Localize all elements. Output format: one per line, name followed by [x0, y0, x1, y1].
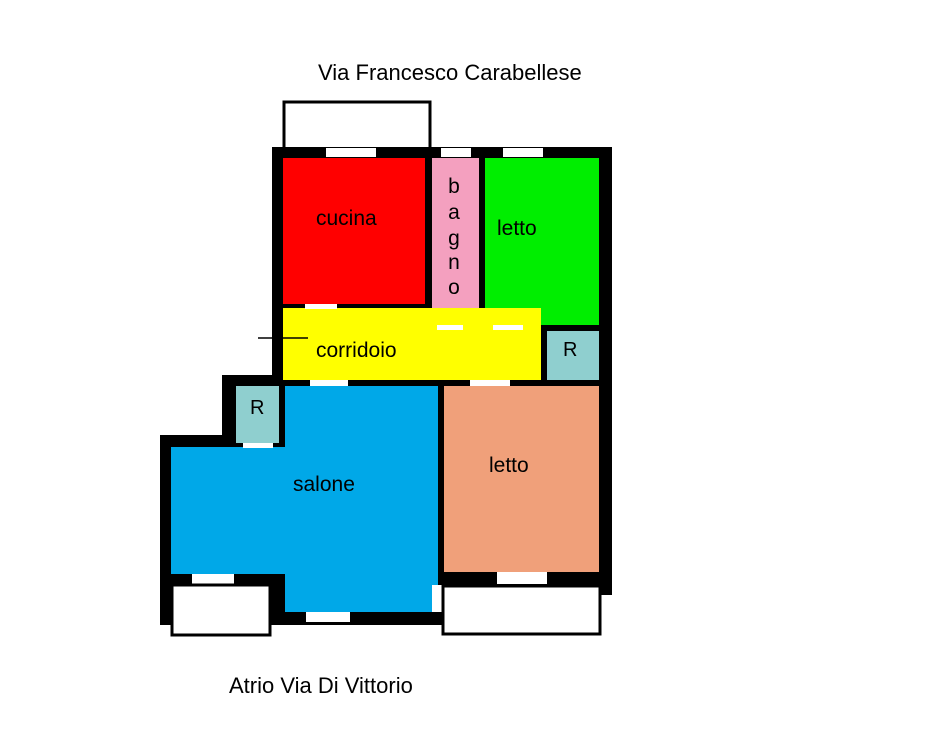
room-salone [171, 386, 438, 612]
label-salone: salone [293, 473, 355, 496]
label-bagno-letter: a [448, 201, 460, 224]
windows [192, 148, 547, 622]
street-bottom-label: Atrio Via Di Vittorio [229, 673, 413, 698]
label-bagno: b a g n o [448, 175, 460, 299]
label-ripostiglio-left: R [250, 397, 264, 419]
label-letto-top: letto [497, 217, 537, 240]
room-letto-top [485, 158, 599, 325]
label-bagno-letter: g [448, 227, 460, 250]
balcony-bottom-right [441, 584, 602, 636]
label-bagno-letter: b [448, 175, 460, 198]
label-bagno-letter: o [448, 276, 460, 299]
label-ripostiglio-right: R [563, 339, 577, 361]
street-top-label: Via Francesco Carabellese [318, 60, 582, 85]
room-corridoio [283, 308, 541, 380]
label-letto-bottom: letto [489, 454, 529, 477]
label-bagno-letter: n [448, 251, 460, 274]
room-ripostiglio-right [547, 331, 599, 380]
balcony-top [282, 100, 432, 154]
label-corridoio: corridoio [316, 339, 397, 362]
room-ripostiglio-left [236, 386, 279, 443]
room-bagno [432, 158, 479, 326]
room-letto-bottom [444, 386, 599, 572]
balcony-bottom-left [170, 583, 272, 637]
room-cucina [283, 158, 425, 304]
label-cucina: cucina [316, 207, 377, 230]
